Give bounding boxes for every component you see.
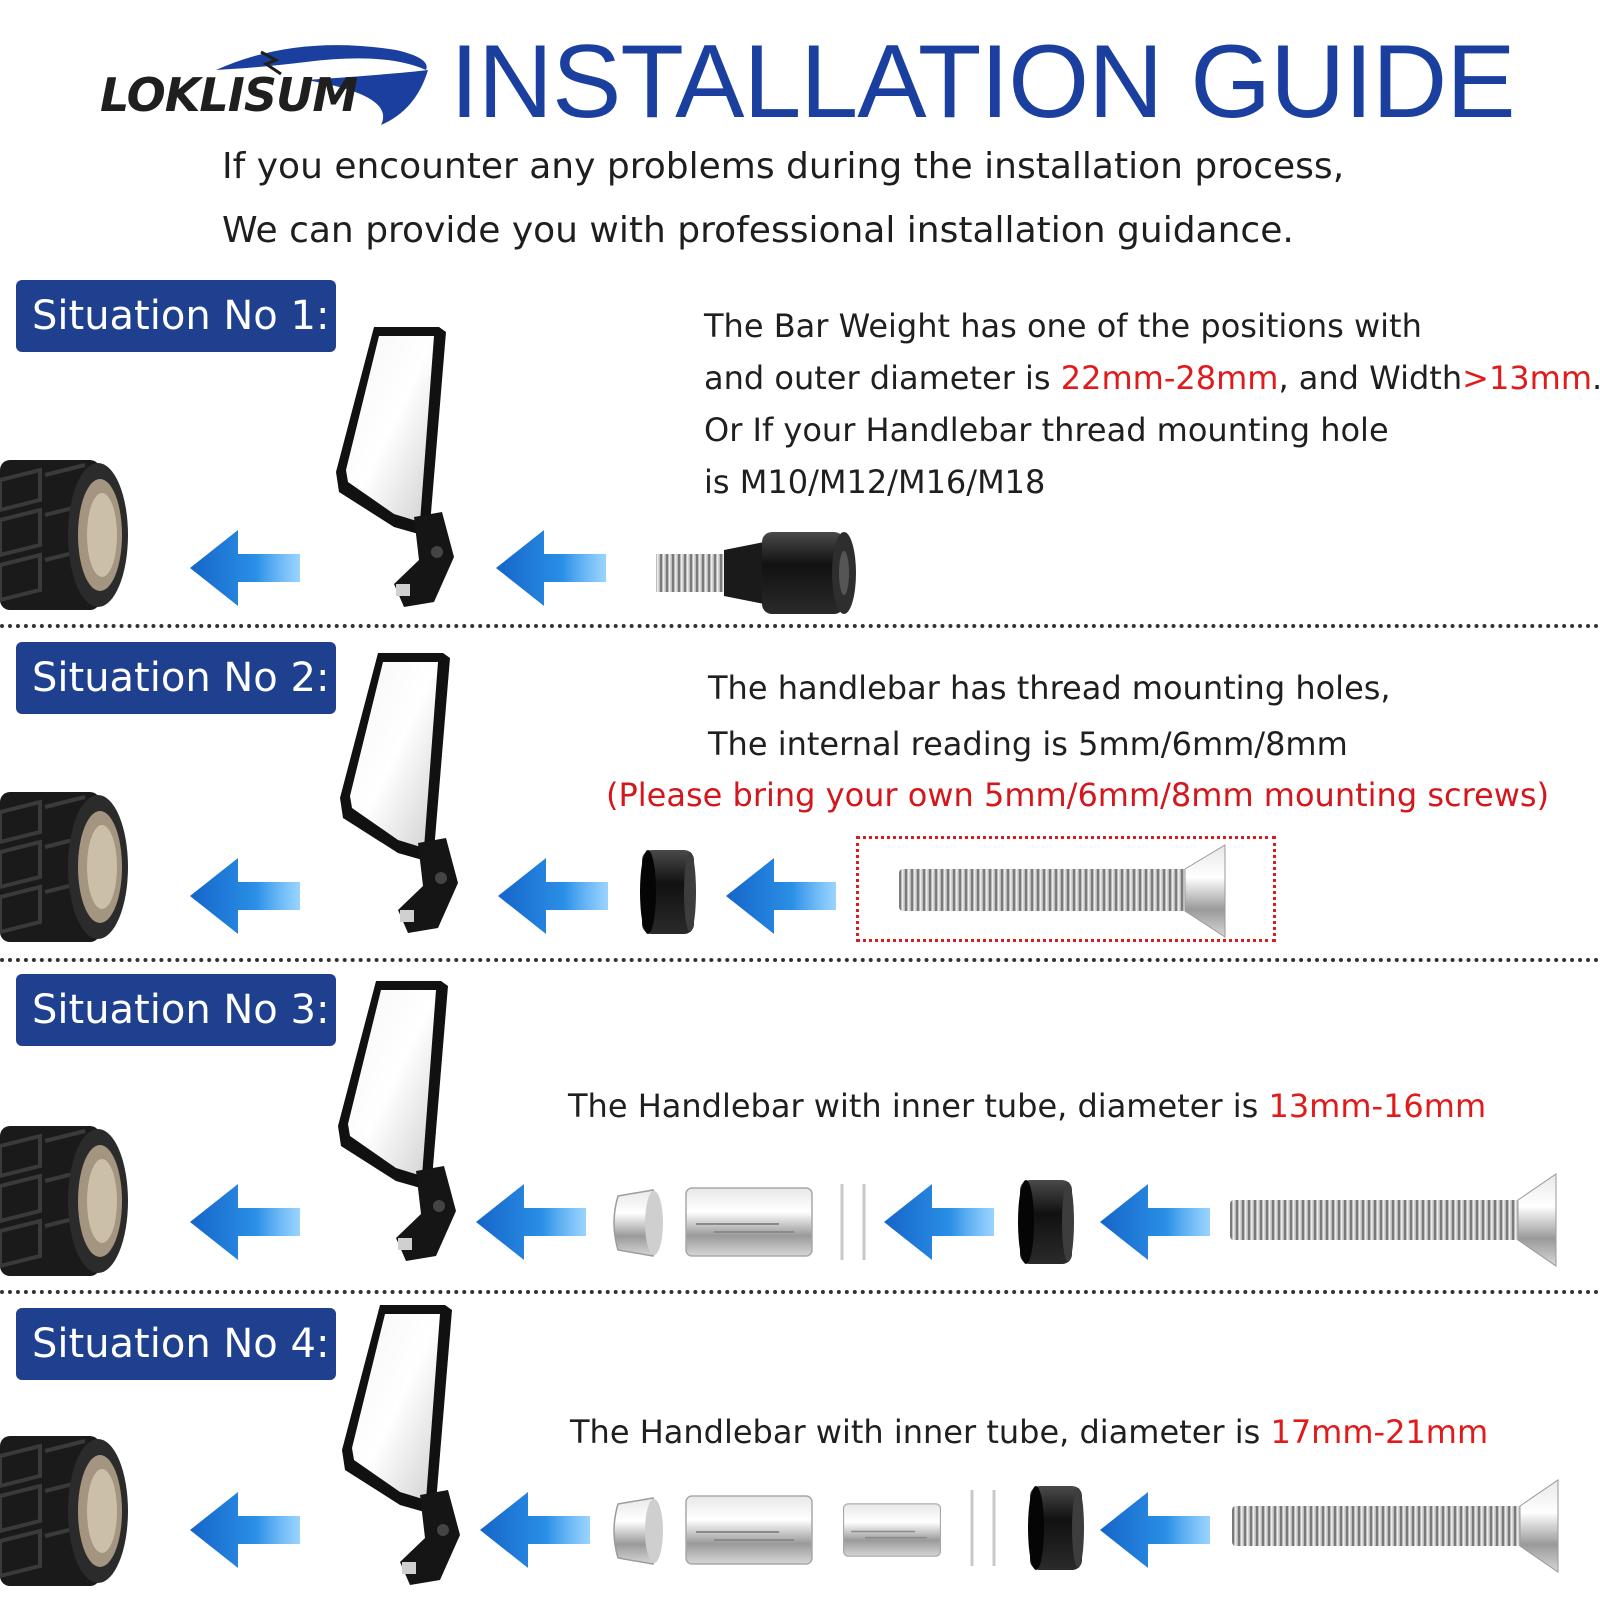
situation-1-badge: Situation No 1: [16,280,336,352]
rubber-spacer-icon [638,846,698,938]
bar-end-mirror-icon [338,648,478,938]
situation-4-diameter-highlight: 17mm-21mm [1270,1413,1489,1451]
handlebar-grip-icon [0,792,130,942]
bar-weight-adapter-icon [656,532,856,614]
situation-1-line-2-text: and outer diameter is [704,359,1061,397]
situation-4-badge: Situation No 4: [16,1308,336,1380]
situation-2-line-2: The internal reading is 5mm/6mm/8mm [708,725,1348,763]
bar-end-mirror-icon [336,976,476,1266]
blue-arrow-left-icon [1100,1182,1210,1262]
situation-2-warning: (Please bring your own 5mm/6mm/8mm mount… [606,776,1550,814]
washer-icon [840,1184,866,1260]
blue-arrow-left-icon [498,856,608,936]
page-title: INSTALLATION GUIDE [450,24,1516,140]
expansion-sleeve-icon [684,1186,814,1258]
expansion-sleeve-icon [684,1494,814,1566]
blue-arrow-left-icon [190,1490,300,1570]
handlebar-grip-icon [0,460,130,610]
expansion-sleeve-icon [842,1494,942,1566]
blue-arrow-left-icon [190,856,300,936]
blue-arrow-left-icon [476,1182,586,1262]
expansion-plug-icon [608,1188,668,1258]
handlebar-grip-icon [0,1126,130,1276]
situation-1-width-text: , and Width [1278,359,1463,397]
washer-icon [970,1490,996,1566]
subtitle-line-2: We can provide you with professional ins… [222,210,1294,251]
countersunk-screw-icon [899,844,1226,938]
blue-arrow-left-icon [496,528,606,608]
section-divider [0,1290,1600,1294]
situation-3-diameter-highlight: 13mm-16mm [1268,1087,1487,1125]
blue-arrow-left-icon [726,856,836,936]
brand-logo: LOKLISUM [96,40,436,130]
situation-1-line-4: is M10/M12/M16/M18 [704,463,1046,501]
section-divider [0,958,1600,962]
screw-not-included-box [856,836,1276,942]
situation-2-badge: Situation No 2: [16,642,336,714]
countersunk-screw-icon [1232,1479,1559,1573]
situation-1-line-2: and outer diameter is 22mm-28mm, and Wid… [704,352,1600,404]
rubber-spacer-icon [1016,1176,1076,1268]
handlebar-grip-icon [0,1436,130,1586]
bar-end-mirror-icon [340,1300,480,1590]
situation-3-badge: Situation No 3: [16,974,336,1046]
situation-1-line-1: The Bar Weight has one of the positions … [704,307,1422,345]
subtitle-line-1: If you encounter any problems during the… [222,146,1345,187]
situation-1-width-highlight: >13mm [1462,359,1592,397]
situation-1-period: . [1592,359,1600,397]
section-divider [0,624,1600,628]
logo-wordmark: LOKLISUM [100,68,358,122]
expansion-plug-icon [608,1496,668,1566]
blue-arrow-left-icon [190,528,300,608]
blue-arrow-left-icon [190,1182,300,1262]
bar-end-mirror-icon [334,322,474,612]
situation-1-line-3: Or If your Handlebar thread mounting hol… [704,411,1389,449]
countersunk-screw-icon [1230,1173,1557,1267]
situation-1-diameter-highlight: 22mm-28mm [1060,359,1279,397]
blue-arrow-left-icon [480,1490,590,1570]
situation-2-line-1: The handlebar has thread mounting holes, [708,669,1391,707]
situation-3-description: The Handlebar with inner tube, diameter … [568,1080,1486,1132]
blue-arrow-left-icon [1100,1490,1210,1570]
situation-4-text: The Handlebar with inner tube, diameter … [570,1413,1271,1451]
situation-1-description: The Bar Weight has one of the positions … [704,300,1600,508]
situation-4-description: The Handlebar with inner tube, diameter … [570,1406,1488,1458]
rubber-spacer-icon [1026,1482,1086,1574]
situation-3-text: The Handlebar with inner tube, diameter … [568,1087,1269,1125]
blue-arrow-left-icon [884,1182,994,1262]
situation-2-description: The handlebar has thread mounting holes,… [708,660,1391,772]
